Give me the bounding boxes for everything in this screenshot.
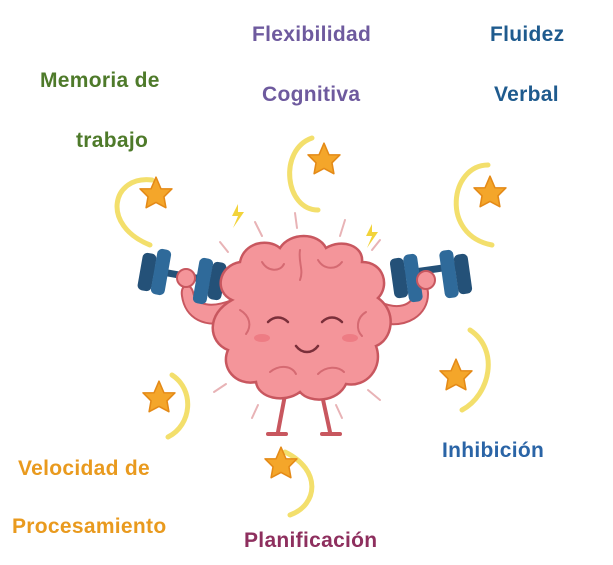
right-cheek: [342, 334, 358, 342]
brain-icon: [211, 234, 392, 401]
label-memoria-line1: Memoria de: [40, 69, 160, 92]
swirl-icon: [114, 177, 155, 248]
label-planificacion: Planificación: [244, 529, 378, 552]
star-icon: [264, 446, 298, 479]
label-inhibicion: Inhibición: [442, 439, 545, 462]
star-icon: [139, 176, 173, 209]
swirl-icon: [459, 327, 491, 413]
star-icons: [139, 142, 507, 479]
swirl-icon: [165, 372, 191, 440]
star-icon: [142, 380, 176, 413]
swirl-icon: [453, 162, 495, 248]
label-fluidez-line1: Fluidez: [490, 23, 565, 46]
left-cheek: [254, 334, 270, 342]
label-flexibilidad-line1: Flexibilidad: [252, 23, 372, 46]
label-fluidez-line2: Verbal: [494, 83, 559, 106]
sparkle-lines: [213, 212, 381, 419]
label-memoria-line2: trabajo: [76, 129, 149, 152]
right-fist: [416, 270, 436, 290]
label-velocidad-line1: Velocidad de: [18, 457, 150, 480]
star-icon: [473, 175, 507, 208]
swirl-icon: [287, 135, 321, 213]
left-fist: [176, 268, 196, 288]
face: [266, 316, 344, 354]
label-velocidad-line2: Procesamiento: [12, 515, 167, 538]
lightning-icons: [232, 204, 378, 248]
label-flexibilidad-line2: Cognitiva: [262, 83, 361, 106]
legs: [266, 393, 342, 436]
star-icon: [307, 142, 341, 175]
lightning-icon: [232, 204, 244, 228]
star-icon: [439, 358, 473, 391]
lightning-icon: [366, 224, 378, 248]
dumbbell-icon: [389, 249, 473, 303]
